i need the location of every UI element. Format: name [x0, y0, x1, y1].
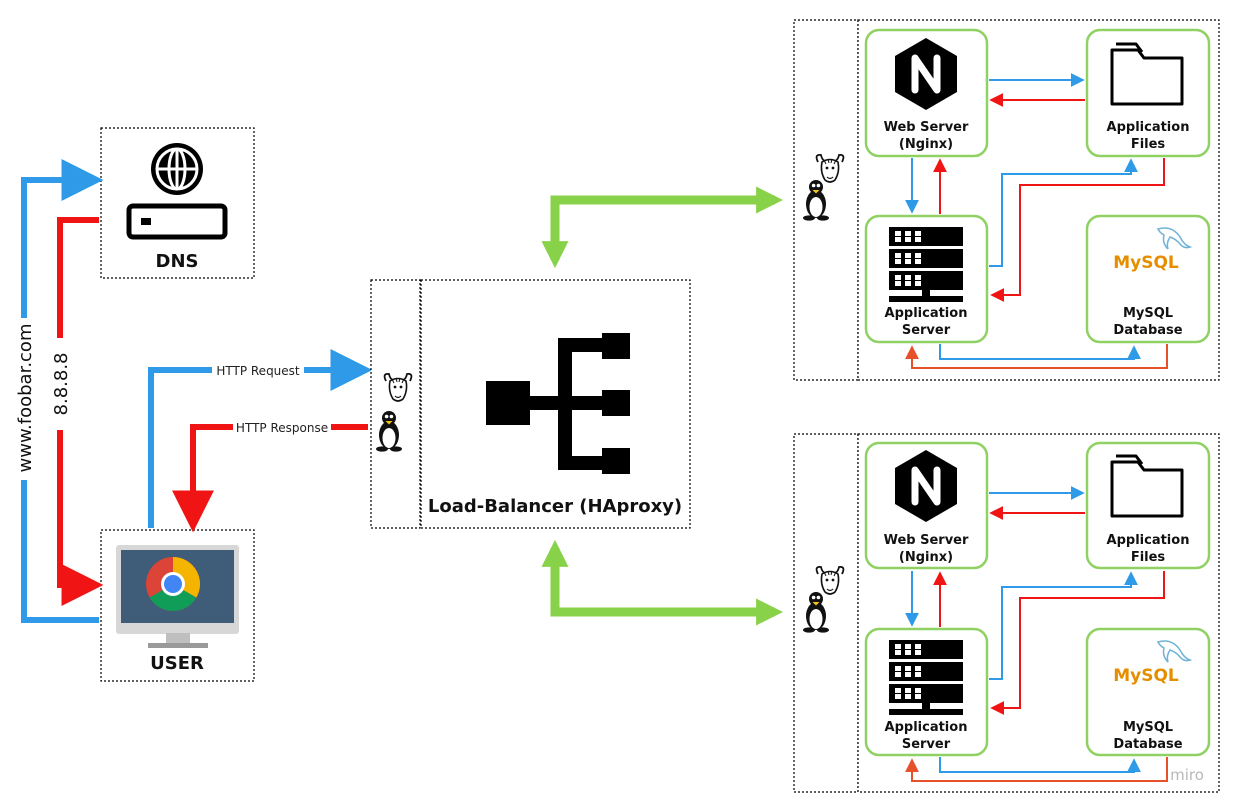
load-balancer-node: Load-Balancer (HAproxy) [420, 279, 691, 529]
server-1: Web Server (Nginx) Application Files App… [793, 19, 1220, 381]
http-response-edge [172, 418, 368, 533]
web-server-node: Web Server (Nginx) [864, 28, 989, 158]
http-response-label: HTTP Response [236, 421, 328, 435]
web-server-label-line2: (Nginx) [899, 137, 953, 152]
app-to-db-edge [939, 757, 1141, 773]
app-files-label-line2: Files [1131, 550, 1166, 565]
database-label-line2: Database [1113, 323, 1182, 338]
mysql-logo: MySQL [1113, 253, 1179, 273]
dns-node: DNS [100, 127, 255, 279]
server-2: Web Server (Nginx) Application Files App… [793, 433, 1220, 793]
domain-query-label-bg [12, 318, 36, 480]
web-server-label-line1: Web Server [884, 533, 969, 548]
server-icon [126, 203, 228, 240]
db-to-app-edge [905, 344, 1168, 369]
web-server-label-line2: (Nginx) [899, 550, 953, 565]
database-label-line2: Database [1113, 737, 1182, 752]
app-files-node: Application Files [1085, 28, 1211, 158]
load-balancer-icon [486, 333, 630, 474]
database-node: MySQL MySQL Database [1085, 214, 1211, 344]
user-label: USER [150, 653, 204, 674]
app-files-label-line1: Application [1107, 120, 1190, 135]
app-server-label-line1: Application [885, 720, 968, 735]
user-node: USER [100, 529, 255, 682]
app-to-files-edge [989, 158, 1138, 267]
app-to-files-edge [989, 571, 1138, 680]
app-server-node: Application Server [864, 214, 989, 344]
http-request-label: HTTP Request [216, 364, 300, 378]
server-2-os-strip [793, 433, 859, 793]
chrome-icon [146, 557, 201, 612]
files-to-app-edge [990, 158, 1165, 302]
globe-icon [151, 143, 203, 195]
miro-watermark: miro [1170, 766, 1204, 784]
http-request-edge [148, 349, 373, 528]
web-server-label-line1: Web Server [884, 120, 969, 135]
db-to-app-edge [905, 757, 1168, 782]
load-balancer-os-strip [370, 279, 421, 529]
app-files-label-line1: Application [1107, 533, 1190, 548]
database-node: MySQL MySQL Database [1085, 627, 1211, 757]
database-label-line1: MySQL [1123, 306, 1173, 321]
app-files-node: Application Files [1085, 441, 1211, 570]
web-server-node: Web Server (Nginx) [864, 441, 989, 570]
app-server-node: Application Server [864, 627, 989, 757]
app-files-label-line2: Files [1131, 137, 1166, 152]
database-label-line1: MySQL [1123, 720, 1173, 735]
app-to-db-edge [939, 344, 1141, 360]
domain-query-label: www.foobar.com [15, 324, 36, 473]
app-server-label-line1: Application [885, 306, 968, 321]
app-server-label-line2: Server [902, 737, 951, 752]
files-to-app-edge [990, 571, 1165, 715]
dns-answer-label: 8.8.8.8 [51, 353, 72, 416]
load-balancer-label: Load-Balancer (HAproxy) [428, 496, 682, 517]
lb-server1-edge [541, 186, 784, 269]
server-1-os-strip [793, 19, 859, 381]
app-server-label-line2: Server [902, 323, 951, 338]
dns-label: DNS [156, 251, 199, 272]
mysql-logo: MySQL [1113, 666, 1179, 686]
dns-answer-label-bg [48, 338, 72, 430]
lb-server2-edge [541, 539, 784, 626]
